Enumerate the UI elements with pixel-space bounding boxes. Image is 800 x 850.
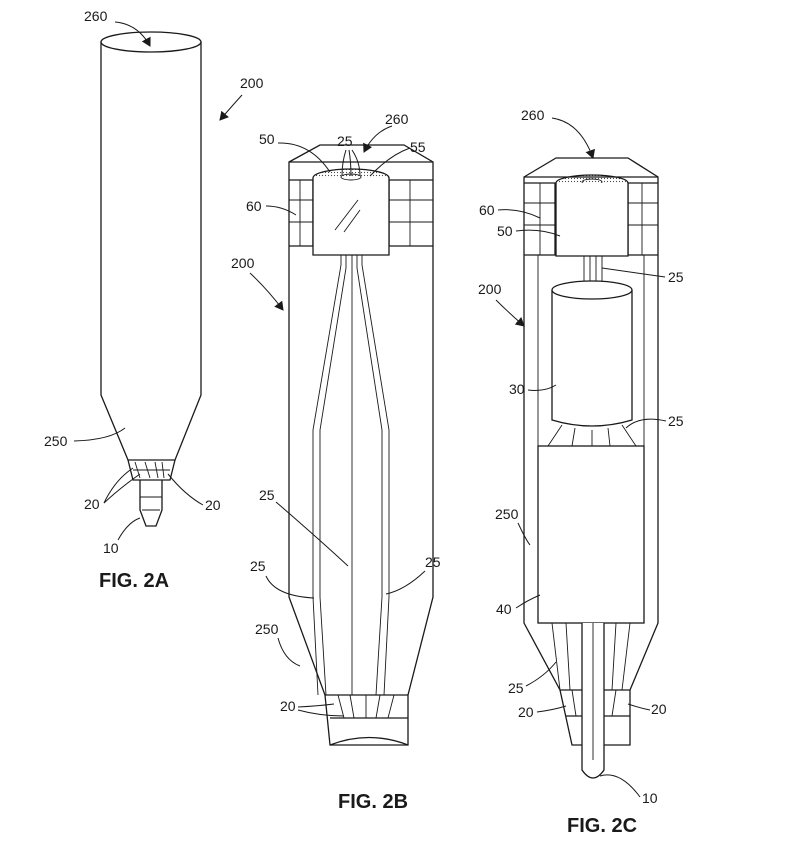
fig2b-label-200: 200 [231,255,255,271]
fig2a-label-20-left: 20 [84,496,100,512]
fig2b-label-60: 60 [246,198,262,214]
fig2a-label-260: 260 [84,8,108,24]
fig2c-housing [524,158,658,778]
fig2c-label-60: 60 [479,202,495,218]
fig2c-label-25-top: 25 [668,269,684,285]
fig2a-label-200: 200 [240,75,264,91]
fig2b-label-55: 55 [410,139,426,155]
fig2a-label-250: 250 [44,433,68,449]
figure-2b: 260 50 25 55 60 200 25 25 25 250 20 FIG.… [231,111,441,813]
fig2b-label-25-top: 25 [337,133,353,149]
fig2c-label-10: 10 [642,790,658,806]
fig2a-label-20-right: 20 [205,497,221,513]
fig2b-label-25-left: 25 [250,558,266,574]
fig2b-label-50: 50 [259,131,275,147]
fig2b-label-260: 260 [385,111,409,127]
fig2c-label-200: 200 [478,281,502,297]
fig2b-caption: FIG. 2B [338,791,408,813]
fig2a-caption: FIG. 2A [99,570,169,592]
fig2b-label-25-mid: 25 [259,487,275,503]
fig2c-label-25-mid: 25 [668,413,684,429]
fig2c-label-25-low: 25 [508,680,524,696]
fig2a-label-10: 10 [103,540,119,556]
fig2b-label-25-right: 25 [425,554,441,570]
figure-2c: 260 60 50 25 200 30 25 250 40 25 20 20 1… [478,107,684,837]
fig2b-housing [289,145,433,745]
fig2c-label-30: 30 [509,381,525,397]
fig2b-label-250: 250 [255,621,279,637]
fig2c-label-20-left: 20 [518,704,534,720]
fig2c-label-260: 260 [521,107,545,123]
fig2c-label-50: 50 [497,223,513,239]
fig2c-label-40: 40 [496,601,512,617]
fig2c-label-20-right: 20 [651,701,667,717]
fig2c-caption: FIG. 2C [567,815,637,837]
fig2c-label-250: 250 [495,506,519,522]
fig2b-label-20: 20 [280,698,296,714]
figure-2a: 260 200 250 20 20 10 FIG. 2A [44,8,264,592]
fig2a-housing [101,32,201,526]
